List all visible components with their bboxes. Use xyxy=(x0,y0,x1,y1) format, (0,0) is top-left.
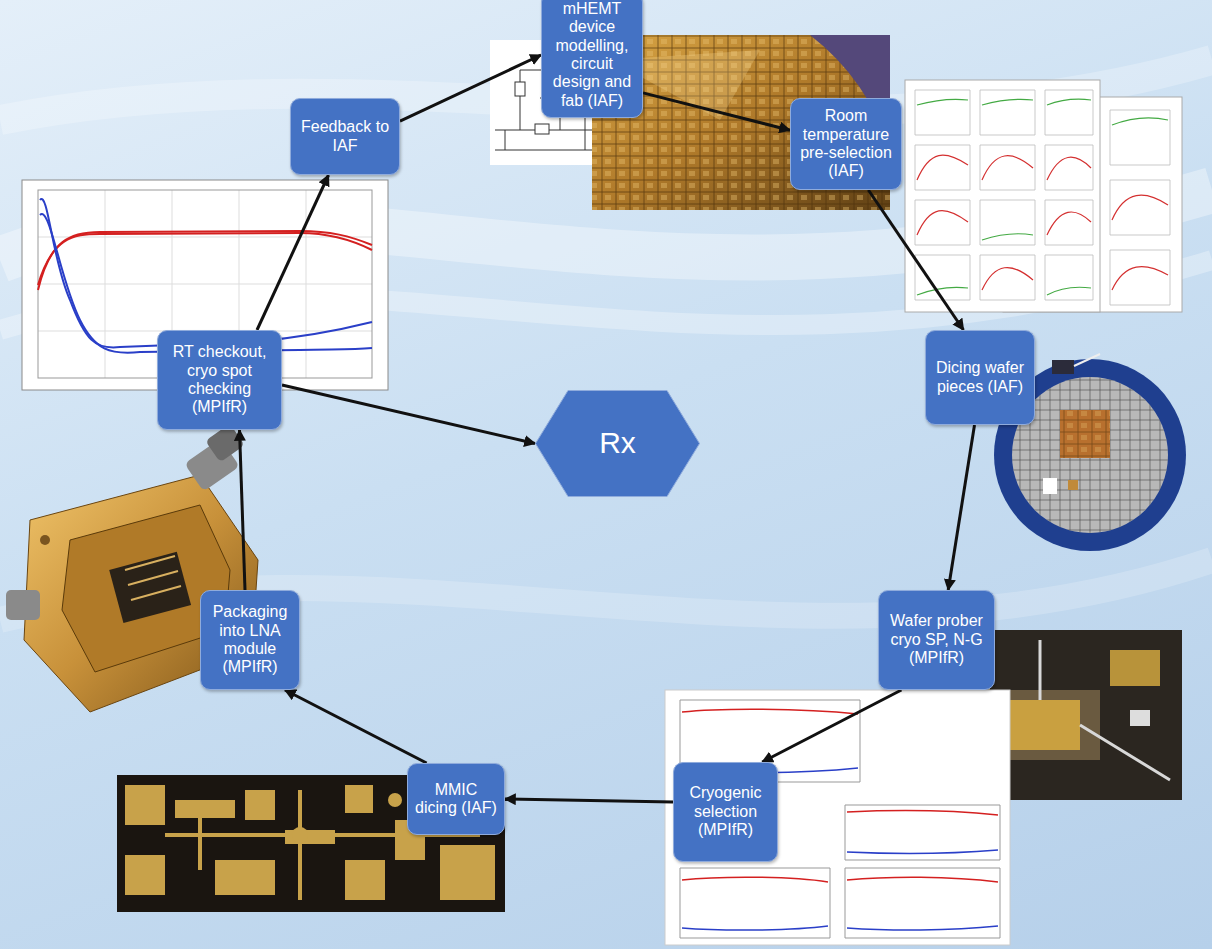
rt-plot-part xyxy=(40,199,372,347)
node-label: Cryogenic selection (MPIfR) xyxy=(679,784,772,839)
mmic-chip-photo xyxy=(117,775,505,912)
cryogenic-plots-part xyxy=(665,690,1010,945)
flow-arrow xyxy=(257,175,329,330)
room-temperature-plots-part xyxy=(915,90,1170,305)
node-text: mHEMT device modelling, circuit design a… xyxy=(547,0,637,110)
room-temperature-plots-part xyxy=(917,99,1168,125)
rt-plot-part xyxy=(38,233,372,285)
mmic-chip-photo-part xyxy=(125,785,165,825)
schematic-part xyxy=(535,124,549,134)
wafer-disk-photo-part xyxy=(1060,410,1110,458)
node-text: Wafer prober cryo SP, N-G (MPIfR) xyxy=(884,612,989,667)
connector-group xyxy=(240,55,975,802)
node-text: Rx xyxy=(565,426,670,461)
process-box: Wafer prober cryo SP, N-G (MPIfR) xyxy=(878,590,995,690)
wafer-disk-photo-part xyxy=(1052,360,1074,374)
node-text: Dicing wafer pieces (IAF) xyxy=(931,359,1029,396)
process-box: Packaging into LNA module (MPIfR) xyxy=(200,590,300,690)
wafer-disk-photo-part xyxy=(1012,377,1168,533)
lna-module-photo-part xyxy=(125,556,181,600)
process-box: Room temperature pre-selection (IAF) xyxy=(790,98,902,190)
process-box: Dicing wafer pieces (IAF) xyxy=(925,330,1035,425)
wafer-prober-photo-part xyxy=(1110,650,1160,686)
lna-module-photo-part xyxy=(6,590,40,620)
wafer-disk-photo-part xyxy=(1012,377,1168,533)
node-label: mHEMT device modelling, circuit design a… xyxy=(547,0,637,110)
flow-arrow xyxy=(282,385,535,444)
mmic-chip-photo-part xyxy=(345,860,385,900)
node-text: MMIC dicing (IAF) xyxy=(413,781,499,818)
flow-arrow xyxy=(285,690,427,763)
room-temperature-plots-part xyxy=(917,234,1091,295)
room-temperature-plots-part xyxy=(905,80,1100,312)
wafer-prober-photo-part xyxy=(1130,710,1150,726)
node-label: Dicing wafer pieces (IAF) xyxy=(931,359,1029,396)
lna-module-photo-part xyxy=(109,552,191,623)
wafer-prober-photo-part xyxy=(1000,700,1080,750)
node-text: RT checkout, cryo spot checking (MPIfR) xyxy=(163,343,276,417)
flow-arrow xyxy=(643,93,790,130)
node-text: Feedback to IAF xyxy=(296,118,394,155)
mmic-chip-photo-part xyxy=(175,800,235,818)
node-label: MMIC dicing (IAF) xyxy=(413,781,499,818)
process-box: Cryogenic selection (MPIfR) xyxy=(673,762,778,862)
node-text: Packaging into LNA module (MPIfR) xyxy=(206,603,294,677)
rt-plot-part xyxy=(38,231,372,290)
node-label: RT checkout, cryo spot checking (MPIfR) xyxy=(163,343,276,417)
node-text: Room temperature pre-selection (IAF) xyxy=(796,107,896,181)
mmic-chip-photo-part xyxy=(345,785,373,813)
node-text: Cryogenic selection (MPIfR) xyxy=(679,784,772,839)
lna-module-photo-part xyxy=(40,535,50,545)
room-temperature-plots-part xyxy=(917,155,1168,290)
mmic-chip-photo-part xyxy=(117,775,505,912)
mmic-chip-photo-part xyxy=(440,845,495,900)
wafer-disk-photo-part xyxy=(1043,478,1057,494)
flow-arrow xyxy=(400,55,541,121)
hexagon-node: Rx xyxy=(535,390,700,497)
flow-arrow xyxy=(868,190,963,330)
process-box: MMIC dicing (IAF) xyxy=(407,763,505,835)
mmic-chip-photo-part xyxy=(388,793,402,807)
room-temperature-plots xyxy=(905,80,1182,312)
cryogenic-plots-part xyxy=(680,700,1000,938)
node-label: Wafer prober cryo SP, N-G (MPIfR) xyxy=(884,612,989,667)
process-box: mHEMT device modelling, circuit design a… xyxy=(541,0,643,118)
flow-arrow xyxy=(948,425,974,590)
mmic-chip-photo-part xyxy=(292,827,308,843)
flow-arrow xyxy=(505,799,673,802)
node-label: Rx xyxy=(565,426,670,461)
flow-arrow xyxy=(240,430,246,590)
hexagon-shape xyxy=(536,391,700,497)
wafer-disk-photo-part xyxy=(1060,410,1110,458)
process-box: RT checkout, cryo spot checking (MPIfR) xyxy=(157,330,282,430)
wafer-disk-photo-part xyxy=(1068,480,1078,490)
mmic-chip-photo-part xyxy=(125,855,165,895)
mmic-chip-photo-part xyxy=(245,790,275,820)
flow-arrow xyxy=(762,690,901,762)
mmic-chip-photo-part xyxy=(215,860,275,895)
wafer-disk-photo-part xyxy=(1074,354,1100,366)
process-box: Feedback to IAF xyxy=(290,98,400,175)
node-label: Feedback to IAF xyxy=(296,118,394,155)
cryogenic-plots xyxy=(665,690,1010,945)
node-label: Packaging into LNA module (MPIfR) xyxy=(206,603,294,677)
schematic-part xyxy=(515,82,525,96)
node-label: Room temperature pre-selection (IAF) xyxy=(796,107,896,181)
